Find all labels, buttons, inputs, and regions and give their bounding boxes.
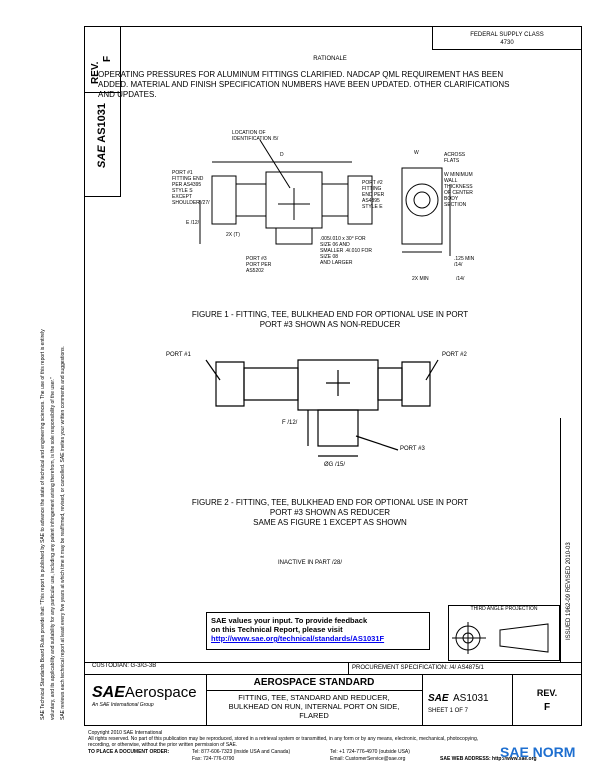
title-rev-label: REV. xyxy=(536,688,558,698)
sheet-number: SHEET 1 OF 7 xyxy=(428,708,468,714)
feedback-link[interactable]: http://www.sae.org/technical/standards/A… xyxy=(211,634,385,643)
feedback-line2: on this Technical Report, please visit xyxy=(211,625,343,634)
title-div-1 xyxy=(206,674,207,726)
figure1-drawing xyxy=(120,128,580,308)
side-legal-line1: SAE Technical Standards Board Rules prov… xyxy=(40,329,46,720)
right-divider xyxy=(560,418,561,662)
sae-mark-side: SAE xyxy=(96,145,108,168)
title-sae: SAE xyxy=(428,693,449,704)
fig1-label-14: /14/ xyxy=(456,276,465,282)
third-angle-symbol xyxy=(452,618,556,658)
title-rev-value: F xyxy=(543,702,551,713)
figure1-caption: FIGURE 1 - FITTING, TEE, BULKHEAD END FO… xyxy=(120,310,540,330)
footer-email: Email: CustomerService@sae.org xyxy=(330,756,406,762)
footer-web[interactable]: SAE WEB ADDRESS: http://www.sae.org xyxy=(440,756,537,762)
fig1-side-view xyxy=(402,168,442,244)
footer-order: TO PLACE A DOCUMENT ORDER: xyxy=(88,749,170,755)
side-divider xyxy=(84,92,120,93)
rationale-text: OPERATING PRESSURES FOR ALUMINUM FITTING… xyxy=(98,70,510,99)
fig2-label-port3: PORT #3 xyxy=(400,446,425,452)
fig1-label-port1: PORT #1 FITTING END PER AS4395 STYLE S E… xyxy=(172,170,210,206)
rev-value-side: F xyxy=(102,55,113,62)
third-angle-label: THIRD ANGLE PROJECTION xyxy=(470,606,538,612)
standard-description: FITTING, TEE, STANDARD AND REDUCER, BULK… xyxy=(228,693,400,720)
figure2-caption-line2: PORT #3 SHOWN AS REDUCER xyxy=(269,508,391,517)
standard-title: AEROSPACE STANDARD xyxy=(253,677,375,688)
left-header-column xyxy=(84,26,121,197)
fig2-label-g: ØG /15/ xyxy=(324,462,346,468)
figure2-drawing xyxy=(150,340,460,480)
fig2-right-nut xyxy=(402,362,430,406)
fig1-side-circle xyxy=(406,184,438,216)
sae-aerospace-logo: SAEAerospace An SAE International Group xyxy=(92,684,197,708)
figure2-caption: FIGURE 2 - FITTING, TEE, BULKHEAD END FO… xyxy=(120,498,540,528)
procurement: PROCUREMENT SPECIFICATION: /4/ AS4875/1 xyxy=(352,665,484,671)
fig1-left-nut xyxy=(212,176,236,224)
fig2-leader-port3 xyxy=(356,436,398,450)
fig1-label-port2: PORT #2 FITTING END PER AS4395 STYLE E xyxy=(362,180,385,210)
side-legal-line3: SAE reviews each technical report at lea… xyxy=(60,346,66,720)
fig1-label-2xmin: 2X MIN xyxy=(412,276,429,282)
fig2-leader-port2 xyxy=(426,360,438,380)
fig1-right-nut xyxy=(348,176,372,224)
figure2-caption-line1: FIGURE 2 - FITTING, TEE, BULKHEAD END FO… xyxy=(191,498,469,507)
logo-sae: SAE xyxy=(92,684,125,701)
fig2-leader-port1 xyxy=(206,360,220,380)
figure1-caption-line2: PORT #3 SHOWN AS NON-REDUCER xyxy=(259,320,401,329)
issued-revised: ISSUED 1962-09 REVISED 2010-03 xyxy=(566,542,572,640)
procurement-divider xyxy=(348,662,349,674)
doc-id-side-text: AS1031 xyxy=(96,102,108,143)
drawing-sheet xyxy=(84,26,582,726)
fig1-label-chamfer: .005/.010 x 30° FOR SIZE 06 AND SMALLER … xyxy=(320,236,372,266)
fig1-label-e: E /12/ xyxy=(186,220,200,226)
footer-rights2: recording, or otherwise, without the pri… xyxy=(88,742,238,748)
fig2-left-tube xyxy=(244,368,298,400)
custodian: CUSTODIAN: G-3/G-3B xyxy=(92,663,157,669)
fig1-label-location: LOCATION OF IDENTIFICATION /5/ xyxy=(232,130,279,142)
title-div-3 xyxy=(512,674,513,726)
fig1-bottom-port xyxy=(276,228,312,244)
fig1-label-port3: PORT #3 PORT PER AS5202 xyxy=(246,256,272,274)
feedback-line1: SAE values your input. To provide feedba… xyxy=(211,616,368,625)
fig1-leader-loc xyxy=(260,140,290,188)
fig1-label-d: D xyxy=(280,152,284,158)
footer-fax: Fax: 724-776-0790 xyxy=(192,756,235,762)
rationale-title: RATIONALE xyxy=(313,56,347,62)
fig2-reducer-port xyxy=(318,410,358,446)
figure2-caption-line3: SAME AS FIGURE 1 EXCEPT AS SHOWN xyxy=(253,518,407,527)
feedback-box: SAE values your input. To provide feedba… xyxy=(206,612,430,650)
custodian-row xyxy=(84,662,582,663)
footer-rights: All rights reserved. No part of this pub… xyxy=(88,736,479,742)
footer-copyright: Copyright 2010 SAE International xyxy=(88,730,163,736)
sae-norm-watermark: SAE NORM xyxy=(500,744,576,760)
fig1-label-2x: 2X (T) xyxy=(226,232,240,238)
fig1-label-wall: W MINIMUM WALL THICKNESS OF CENTER BODY … xyxy=(444,172,473,208)
title-div-2 xyxy=(422,674,423,726)
federal-supply-class-box: FEDERAL SUPPLY CLASS 4730 xyxy=(432,26,582,50)
title-doc: AS1031 xyxy=(453,693,489,704)
side-legal-line2: voluntary, and its applicability and sui… xyxy=(50,377,56,720)
fig1-label-across: ACROSS FLATS xyxy=(444,152,466,164)
fig1-right-tube xyxy=(322,184,348,216)
doc-id-side: SAE AS1031 xyxy=(96,103,108,168)
third-angle-box xyxy=(448,605,560,661)
fig1-label-w: W xyxy=(414,150,419,156)
fig2-label-port1: PORT #1 xyxy=(166,352,191,358)
fig2-left-nut xyxy=(216,362,244,406)
figure1-caption-line1: FIGURE 1 - FITTING, TEE, BULKHEAD END FO… xyxy=(191,310,469,319)
title-doc-block: SAE AS1031 xyxy=(428,688,489,706)
footer-tel2: Tel: +1 724-776-4970 (outside USA) xyxy=(330,749,410,755)
logo-aerospace: Aerospace xyxy=(124,684,197,701)
title-block xyxy=(84,674,582,727)
fig2-right-tube xyxy=(378,368,402,400)
title-hline xyxy=(206,690,422,691)
inactive-note: INACTIVE IN PART /28/ xyxy=(277,560,343,566)
footer-tel1: Tel: 877-606-7323 (inside USA and Canada… xyxy=(192,749,291,755)
logo-subtitle: An SAE International Group xyxy=(92,702,154,708)
fig1-left-tube xyxy=(236,184,266,216)
fig2-label-f: F /12/ xyxy=(282,420,298,426)
fig1-label-125: .125 MIN /14/ xyxy=(454,256,475,268)
fig2-label-port2: PORT #2 xyxy=(442,352,467,358)
